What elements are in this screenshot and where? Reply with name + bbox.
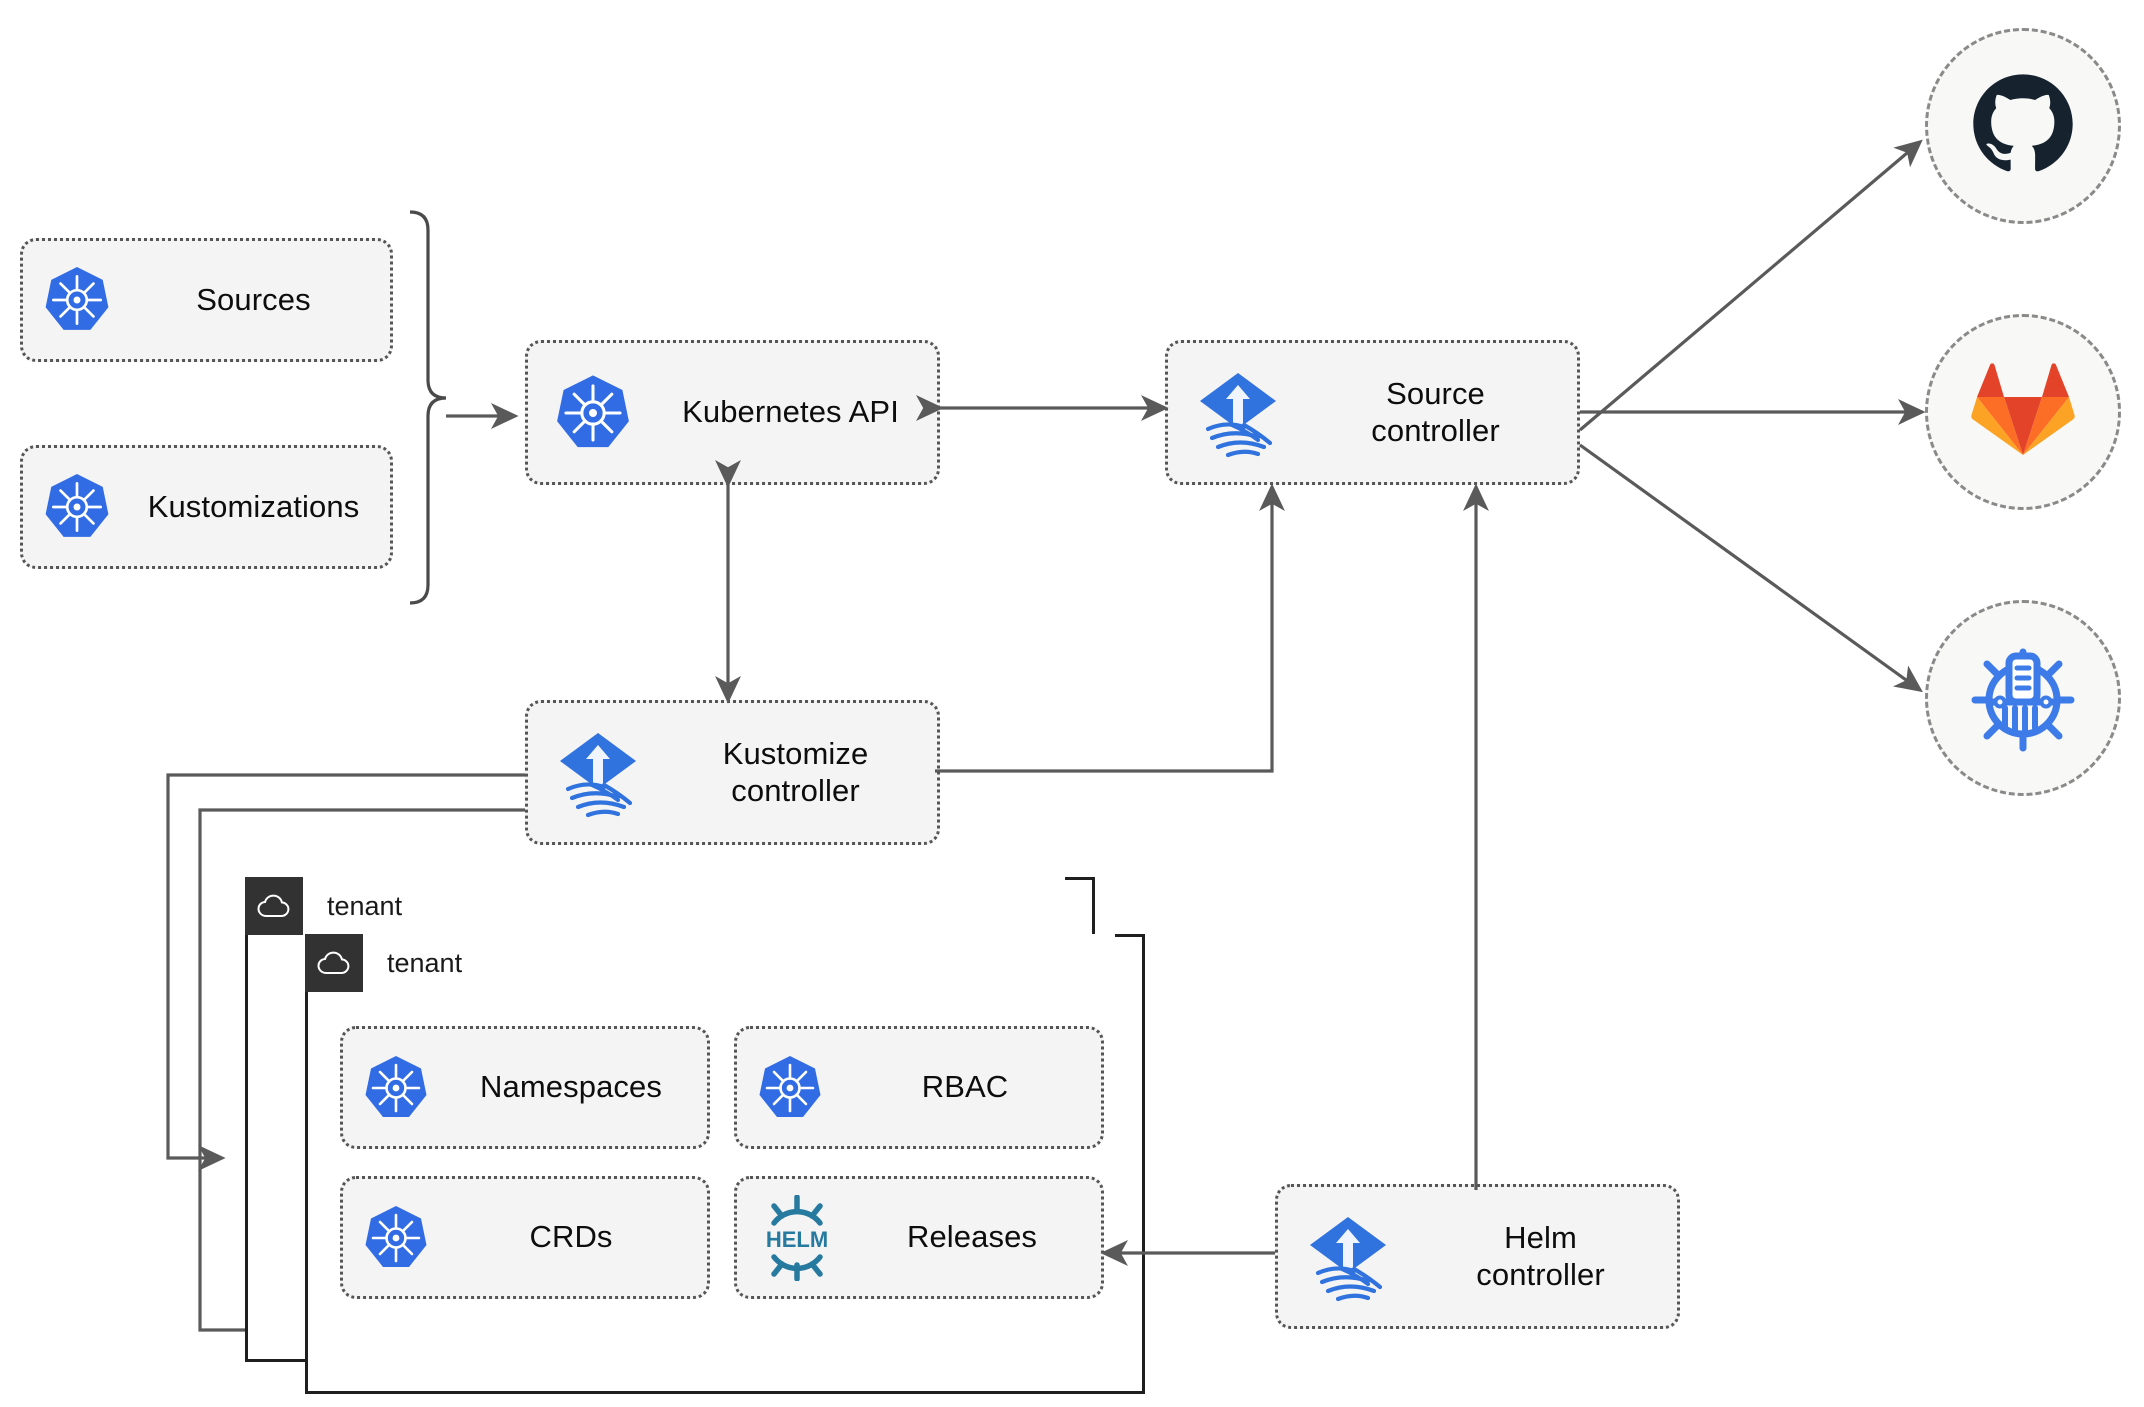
helm-controller-line2: controller [1476,1256,1605,1292]
flux-icon [528,727,668,819]
node-kustomizations[interactable]: Kustomizations [20,445,393,569]
node-label-rbac: RBAC [921,1069,1009,1105]
kustomize-controller-line2: controller [731,772,860,808]
node-source-controller[interactable]: Source controller [1165,340,1580,485]
source-controller-line2: controller [1371,412,1500,448]
node-label-namespaces: Namespaces [480,1069,662,1105]
kubernetes-icon [737,1054,843,1122]
tenant-container-front: tenant [305,934,1145,1394]
node-label-kubernetes-api: Kubernetes API [682,394,899,430]
node-sources[interactable]: Sources [20,238,393,362]
brace-resources [409,210,447,605]
node-releases[interactable]: HELM Releases [734,1176,1104,1299]
helm-controller-line1: Helm [1504,1219,1577,1255]
kubernetes-icon [343,1054,449,1122]
kubernetes-icon [23,265,131,335]
kubernetes-icon [528,373,658,453]
node-helm-repository[interactable] [1925,600,2121,796]
cloud-icon [305,934,363,992]
node-label-crds: CRDs [529,1219,613,1255]
node-label-kustomizations: Kustomizations [147,488,360,524]
node-label-releases: Releases [906,1219,1038,1255]
cloud-icon [245,877,303,935]
tenant-label-front: tenant [387,947,463,978]
gitlab-icon [1971,360,2075,465]
node-label-source-controller: Source controller [1308,376,1577,449]
node-github[interactable] [1925,28,2121,224]
wire-source-controller-to-github [1578,139,1923,432]
tenant-tab-front: tenant [305,934,1115,992]
flux-icon [1278,1211,1418,1303]
kubernetes-icon [343,1204,449,1272]
wire-kustomize-to-source-controller [935,483,1285,773]
node-label-helm-controller: Helm controller [1418,1220,1677,1293]
node-namespaces[interactable]: Namespaces [340,1026,710,1149]
helm-repository-icon [1967,640,2079,757]
tenant-tab-back: tenant [245,877,1065,935]
node-rbac[interactable]: RBAC [734,1026,1104,1149]
svg-text:HELM: HELM [766,1227,828,1252]
node-helm-controller[interactable]: Helm controller [1275,1184,1680,1329]
kustomize-controller-line1: Kustomize [722,735,869,771]
node-crds[interactable]: CRDs [340,1176,710,1299]
kubernetes-icon [23,472,131,542]
node-kustomize-controller[interactable]: Kustomize controller [525,700,940,845]
node-label-kustomize-controller: Kustomize controller [668,736,937,809]
github-icon [1969,70,2077,183]
node-gitlab[interactable] [1925,314,2121,510]
flux-icon [1168,367,1308,459]
wire-source-controller-to-helm-repository [1579,443,1923,693]
node-kubernetes-api[interactable]: Kubernetes API [525,340,940,485]
node-label-sources: Sources [196,281,311,317]
helm-icon: HELM [737,1194,857,1281]
tenant-label-back: tenant [327,890,403,921]
source-controller-line1: Source [1386,375,1485,411]
